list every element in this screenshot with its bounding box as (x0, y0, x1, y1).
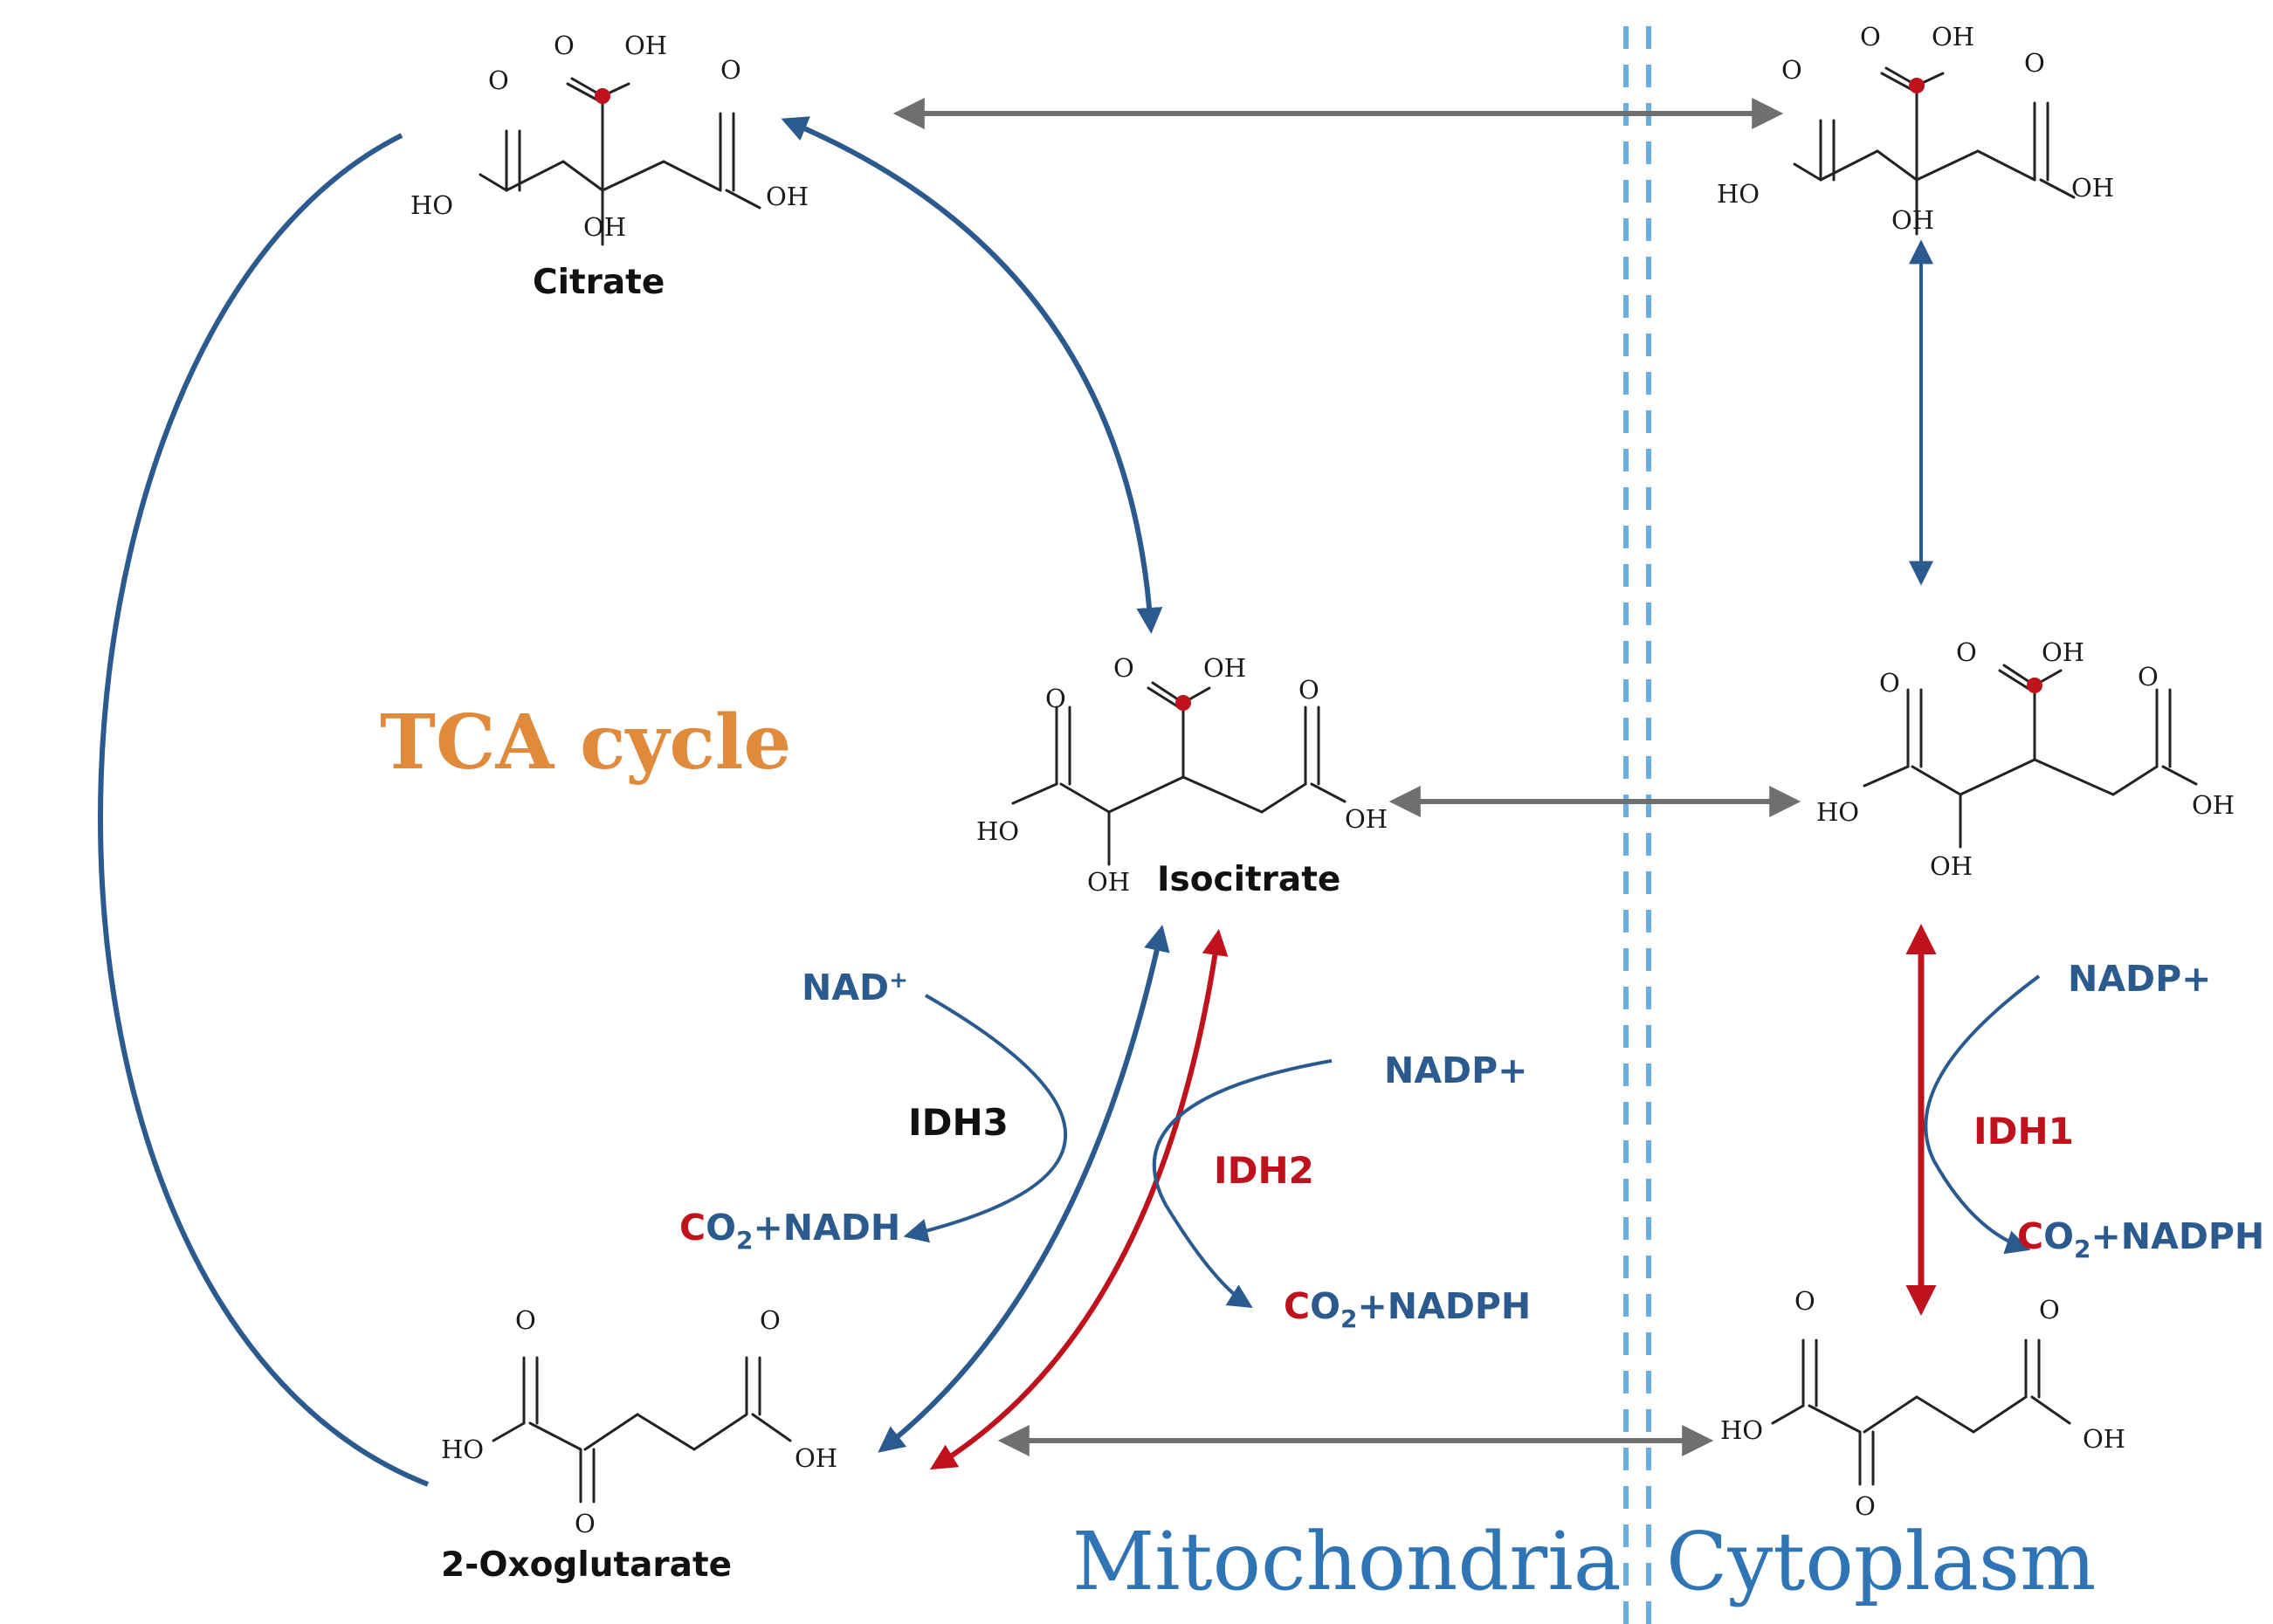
atom-o: O (575, 1509, 596, 1538)
citrate-isocitrate-arrow (781, 116, 1163, 634)
cytoplasm-label: Cytoplasm (1666, 1515, 2096, 1608)
atom-ho: HO (1717, 179, 1760, 209)
isocitrate-structure-mito (1011, 681, 1347, 866)
atom-ho: HO (410, 190, 453, 220)
atom-ho: HO (1720, 1415, 1763, 1445)
atom-o: O (1879, 668, 1900, 698)
atom-ho: HO (1816, 797, 1859, 827)
oxoglutarate-structure-cyto (1771, 1338, 2071, 1486)
atom-o: O (760, 1305, 781, 1335)
mitochondria-label: Mitochondria (1072, 1515, 1622, 1608)
atom-ho: HO (976, 816, 1019, 846)
atom-o: O (2039, 1295, 2060, 1325)
atom-o: O (1855, 1491, 1876, 1521)
atom-oh: OH (1345, 804, 1388, 834)
atom-oh: OH (2071, 173, 2114, 203)
atom-o: O (488, 65, 509, 95)
atom-o: O (1956, 637, 1977, 667)
atom-o: O (1045, 684, 1066, 713)
atom-oh: OH (624, 31, 667, 60)
idh3-reaction-arrow (878, 925, 1170, 1453)
idh3-label: IDH3 (908, 1101, 1009, 1144)
isocitrate-label: Isocitrate (1157, 860, 1340, 899)
atom-oh: OH (1930, 851, 1973, 881)
atom-ho: HO (441, 1435, 484, 1464)
atom-o: O (2024, 48, 2045, 78)
atom-oh: OH (1087, 867, 1130, 897)
atom-o: O (1794, 1286, 1815, 1316)
citrate-label-mito: Citrate (533, 263, 665, 302)
oxoglutarate-label: 2-Oxoglutarate (441, 1545, 732, 1585)
atom-oh: OH (1891, 205, 1934, 235)
tca-cycle-arc (98, 133, 430, 1487)
idh2-reaction-arrow (929, 929, 1229, 1470)
idh3-cofactor-arrow (903, 994, 1068, 1243)
atom-oh: OH (766, 182, 809, 211)
co2-nadph-label-cyto: CO2+NADPH (2017, 1215, 2264, 1263)
idh2-label: IDH2 (1214, 1149, 1314, 1192)
citrate-structure-cyto (1793, 66, 2076, 236)
atom-o: O (720, 55, 741, 85)
nadp-plus-label-mito: NADP+ (1384, 1049, 1527, 1091)
co2-nadh-label: CO2+NADH (679, 1207, 900, 1255)
atom-o: O (2138, 662, 2159, 692)
citrate-structure-mito (479, 77, 761, 246)
atom-oh: OH (2192, 790, 2235, 820)
membrane-dashed-lines (1623, 26, 1651, 1624)
oxoglutarate-structure-mito (492, 1356, 792, 1504)
tca-cycle-title: TCA cycle (380, 698, 791, 787)
nadp-plus-label-cyto: NADP+ (2068, 958, 2211, 1000)
atom-oh: OH (2042, 637, 2084, 667)
atom-o: O (1113, 653, 1134, 683)
idh1-label: IDH1 (1973, 1110, 2074, 1153)
atom-o: O (1781, 55, 1802, 85)
atom-o: O (1860, 22, 1881, 52)
atom-oh: OH (1203, 653, 1246, 683)
isocitrate-structure-cyto (1863, 664, 2198, 849)
atom-o: O (515, 1305, 536, 1335)
atom-o: O (554, 31, 575, 60)
atom-oh: OH (583, 212, 626, 242)
idh2-cofactor-arrow (1152, 1059, 1333, 1308)
co2-nadph-label-mito: CO2+NADPH (1284, 1285, 1531, 1333)
idh1-cofactor-arrow (1924, 974, 2041, 1255)
atom-o: O (1298, 675, 1319, 705)
atom-oh: OH (795, 1443, 837, 1473)
atom-oh: OH (1932, 22, 1974, 52)
atom-oh: OH (2083, 1424, 2125, 1454)
nad-plus-label: NAD+ (802, 967, 908, 1008)
